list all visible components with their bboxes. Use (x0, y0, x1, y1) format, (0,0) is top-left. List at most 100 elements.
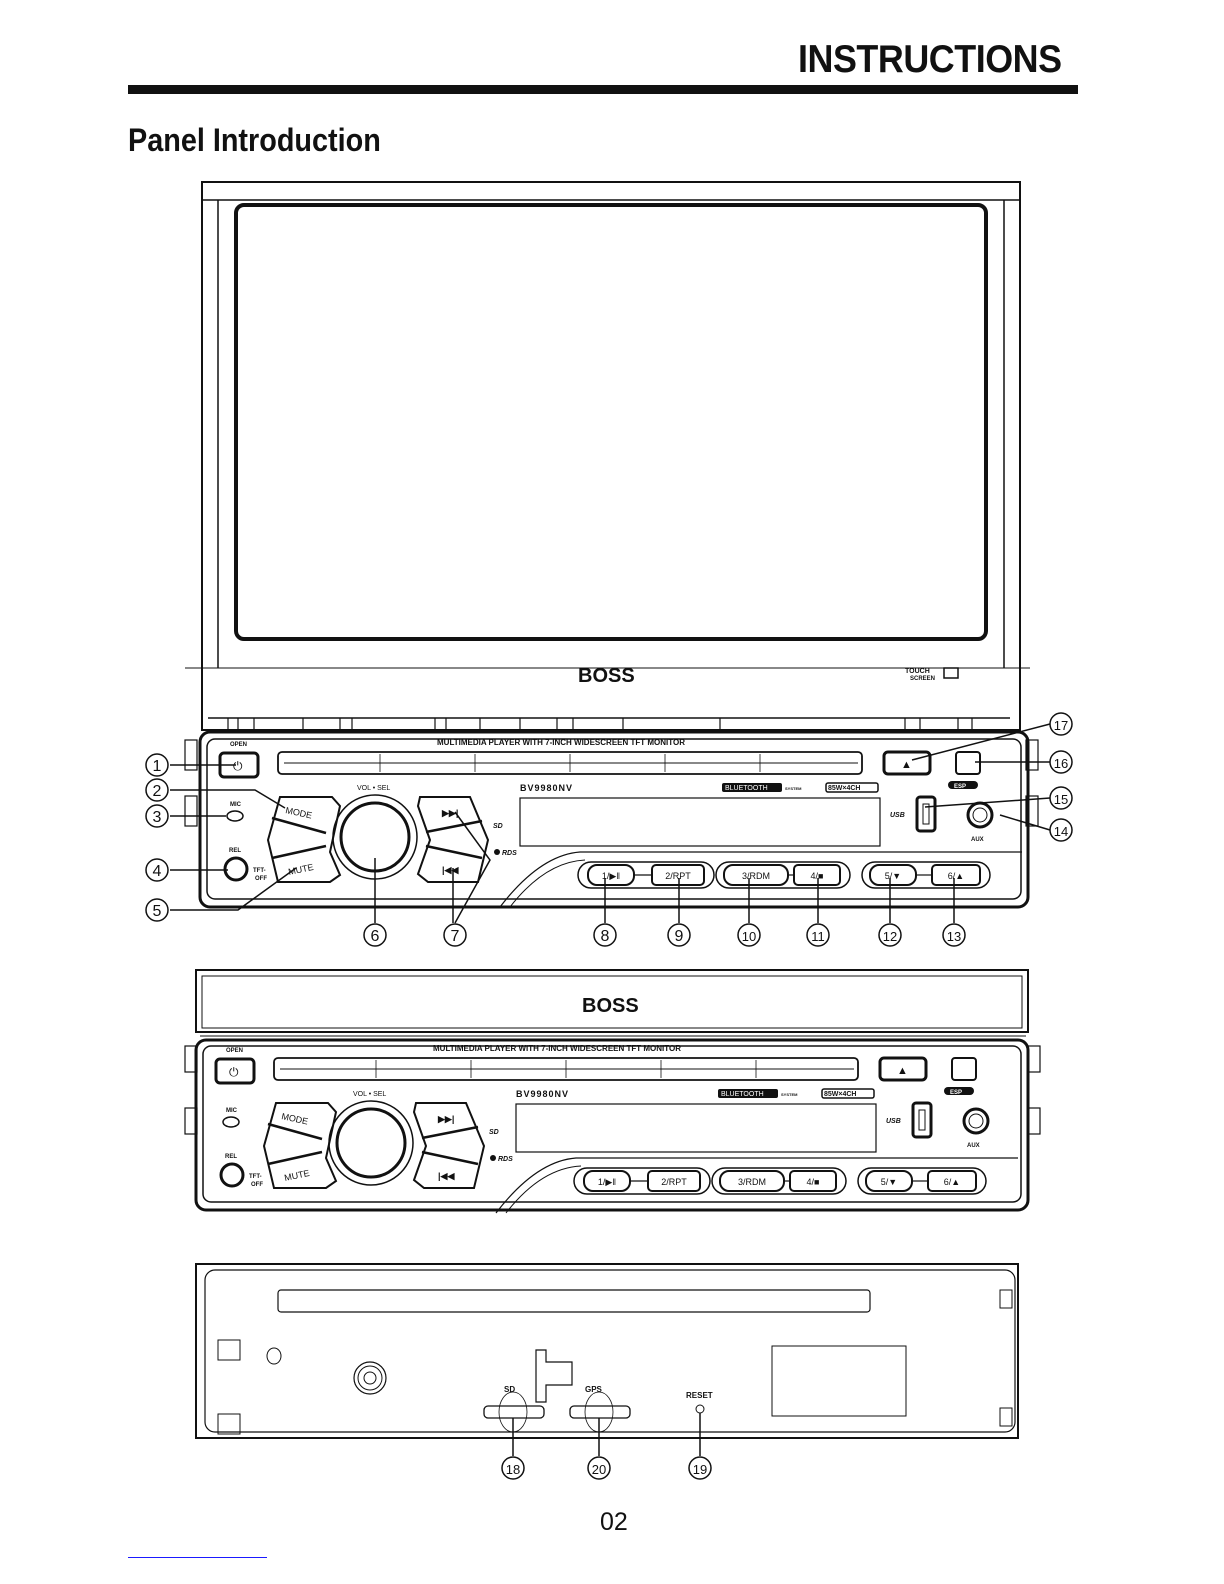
callout-number: 13 (947, 929, 961, 944)
prev-button[interactable]: |◀◀ (438, 1171, 455, 1181)
power-icon: ⏻ (233, 759, 243, 773)
esp-badge (944, 1087, 974, 1095)
callout-circle (878, 923, 902, 947)
preset-button-6[interactable] (927, 1170, 977, 1192)
mic-label: MIC (230, 802, 242, 808)
callout-number: 11 (811, 929, 825, 944)
touch-screen[interactable] (234, 203, 988, 641)
callout-17: 17 (1049, 712, 1073, 736)
preset-button-2[interactable] (647, 1170, 701, 1192)
callout-1: 1 (145, 753, 169, 777)
preset-button-6[interactable] (931, 864, 981, 886)
callout-12: 12 (878, 923, 902, 947)
callout-circle (145, 858, 169, 882)
next-button[interactable]: ▶▶| (437, 1114, 454, 1124)
connector-socket (353, 1361, 387, 1395)
rel-button[interactable] (223, 856, 249, 882)
esp-badge-text: ESP (954, 784, 966, 790)
seek-cluster (416, 796, 490, 883)
sd-label: SD (489, 1129, 499, 1136)
aux-label: AUX (967, 1143, 980, 1149)
vol-sel-label: VOL • SEL (357, 785, 390, 792)
mode-button[interactable]: MODE (285, 805, 313, 820)
page-number: 02 (600, 1508, 628, 1536)
callout-8: 8 (593, 923, 617, 947)
callout-circle (145, 778, 169, 802)
callout-circle (1049, 750, 1073, 774)
callout-3: 3 (145, 804, 169, 828)
callout-15: 15 (1049, 786, 1073, 810)
preset-button-1[interactable] (587, 864, 635, 886)
rds-icon (490, 1155, 496, 1161)
aux-jack[interactable] (962, 1107, 990, 1135)
bluetooth-text: BLUETOOTH (721, 1091, 764, 1098)
reset-button[interactable] (695, 1404, 705, 1414)
brand-logo-closed: BOSS (582, 995, 639, 1017)
tft-off-label: TFT- (249, 1174, 262, 1180)
preset-button-5[interactable] (869, 864, 917, 886)
callout-number: 7 (451, 928, 460, 945)
callout-11: 11 (806, 923, 830, 947)
bluetooth-badge (722, 783, 782, 792)
callout-number: 19 (693, 1462, 707, 1477)
callout-19: 19 (688, 1456, 712, 1480)
power-badge (821, 1088, 875, 1099)
callout-circle (501, 1456, 525, 1480)
usb-label: USB (890, 812, 905, 819)
gps-slot-label: GPS (585, 1385, 603, 1394)
tft-off-label-2: OFF (255, 876, 267, 882)
mode-button[interactable]: MODE (281, 1111, 309, 1126)
aux-jack[interactable] (966, 801, 994, 829)
callout-circle (145, 804, 169, 828)
preset-button-5[interactable] (865, 1170, 913, 1192)
vol-sel-knob[interactable] (335, 1107, 407, 1179)
power-badge-text: 85W×4CH (824, 1091, 856, 1098)
preset-button-4[interactable] (793, 864, 841, 886)
callout-number: 1 (153, 758, 162, 775)
esp-badge-text: ESP (950, 1090, 962, 1096)
mute-button[interactable]: MUTE (283, 1168, 310, 1183)
esp-button[interactable] (951, 1057, 977, 1081)
mute-button[interactable]: MUTE (287, 862, 314, 877)
preset-button-3[interactable] (719, 1170, 785, 1192)
preset-button-label: 4/■ (811, 871, 824, 881)
callout-number: 2 (153, 783, 162, 800)
eject-button[interactable] (878, 1056, 928, 1082)
gps-card-slot[interactable] (569, 1405, 631, 1419)
preset-button-label: 2/RPT (665, 871, 691, 881)
view-monitor-open: BOSS TOUCH SCREEN (184, 181, 1039, 909)
rel-label: REL (225, 1154, 237, 1160)
callout-number: 9 (675, 928, 684, 945)
prev-button[interactable]: |◀◀ (442, 865, 459, 875)
usb-port[interactable] (911, 1101, 933, 1139)
callout-number: 5 (153, 903, 162, 920)
callout-circle (1049, 786, 1073, 810)
usb-label: USB (886, 1118, 901, 1125)
preset-button-4[interactable] (789, 1170, 837, 1192)
aux-label: AUX (971, 837, 984, 843)
monitor-housing (201, 181, 1021, 731)
next-button[interactable]: ▶▶| (441, 808, 458, 818)
preset-button-3[interactable] (723, 864, 789, 886)
callout-circle (1049, 818, 1073, 842)
preset-button-1[interactable] (583, 1170, 631, 1192)
callout-circle (443, 923, 467, 947)
rel-button[interactable] (219, 1162, 245, 1188)
esp-button[interactable] (955, 751, 981, 775)
preset-button-2[interactable] (651, 864, 705, 886)
hinge-ribs (227, 718, 973, 730)
power-badge-text: 85W×4CH (828, 785, 860, 792)
callout-5: 5 (145, 898, 169, 922)
bluetooth-suffix: SYSTEM (781, 1092, 798, 1097)
eject-button[interactable] (882, 750, 932, 776)
callout-number: 3 (153, 809, 162, 826)
usb-port[interactable] (915, 795, 937, 833)
sd-card-slot[interactable] (483, 1405, 545, 1419)
open-power-button[interactable] (214, 1057, 256, 1085)
sd-label: SD (493, 823, 503, 830)
label-area (771, 1345, 907, 1417)
callout-circle (688, 1456, 712, 1480)
callout-circle (737, 923, 761, 947)
callout-number: 12 (883, 929, 897, 944)
callout-circle (1049, 712, 1073, 736)
